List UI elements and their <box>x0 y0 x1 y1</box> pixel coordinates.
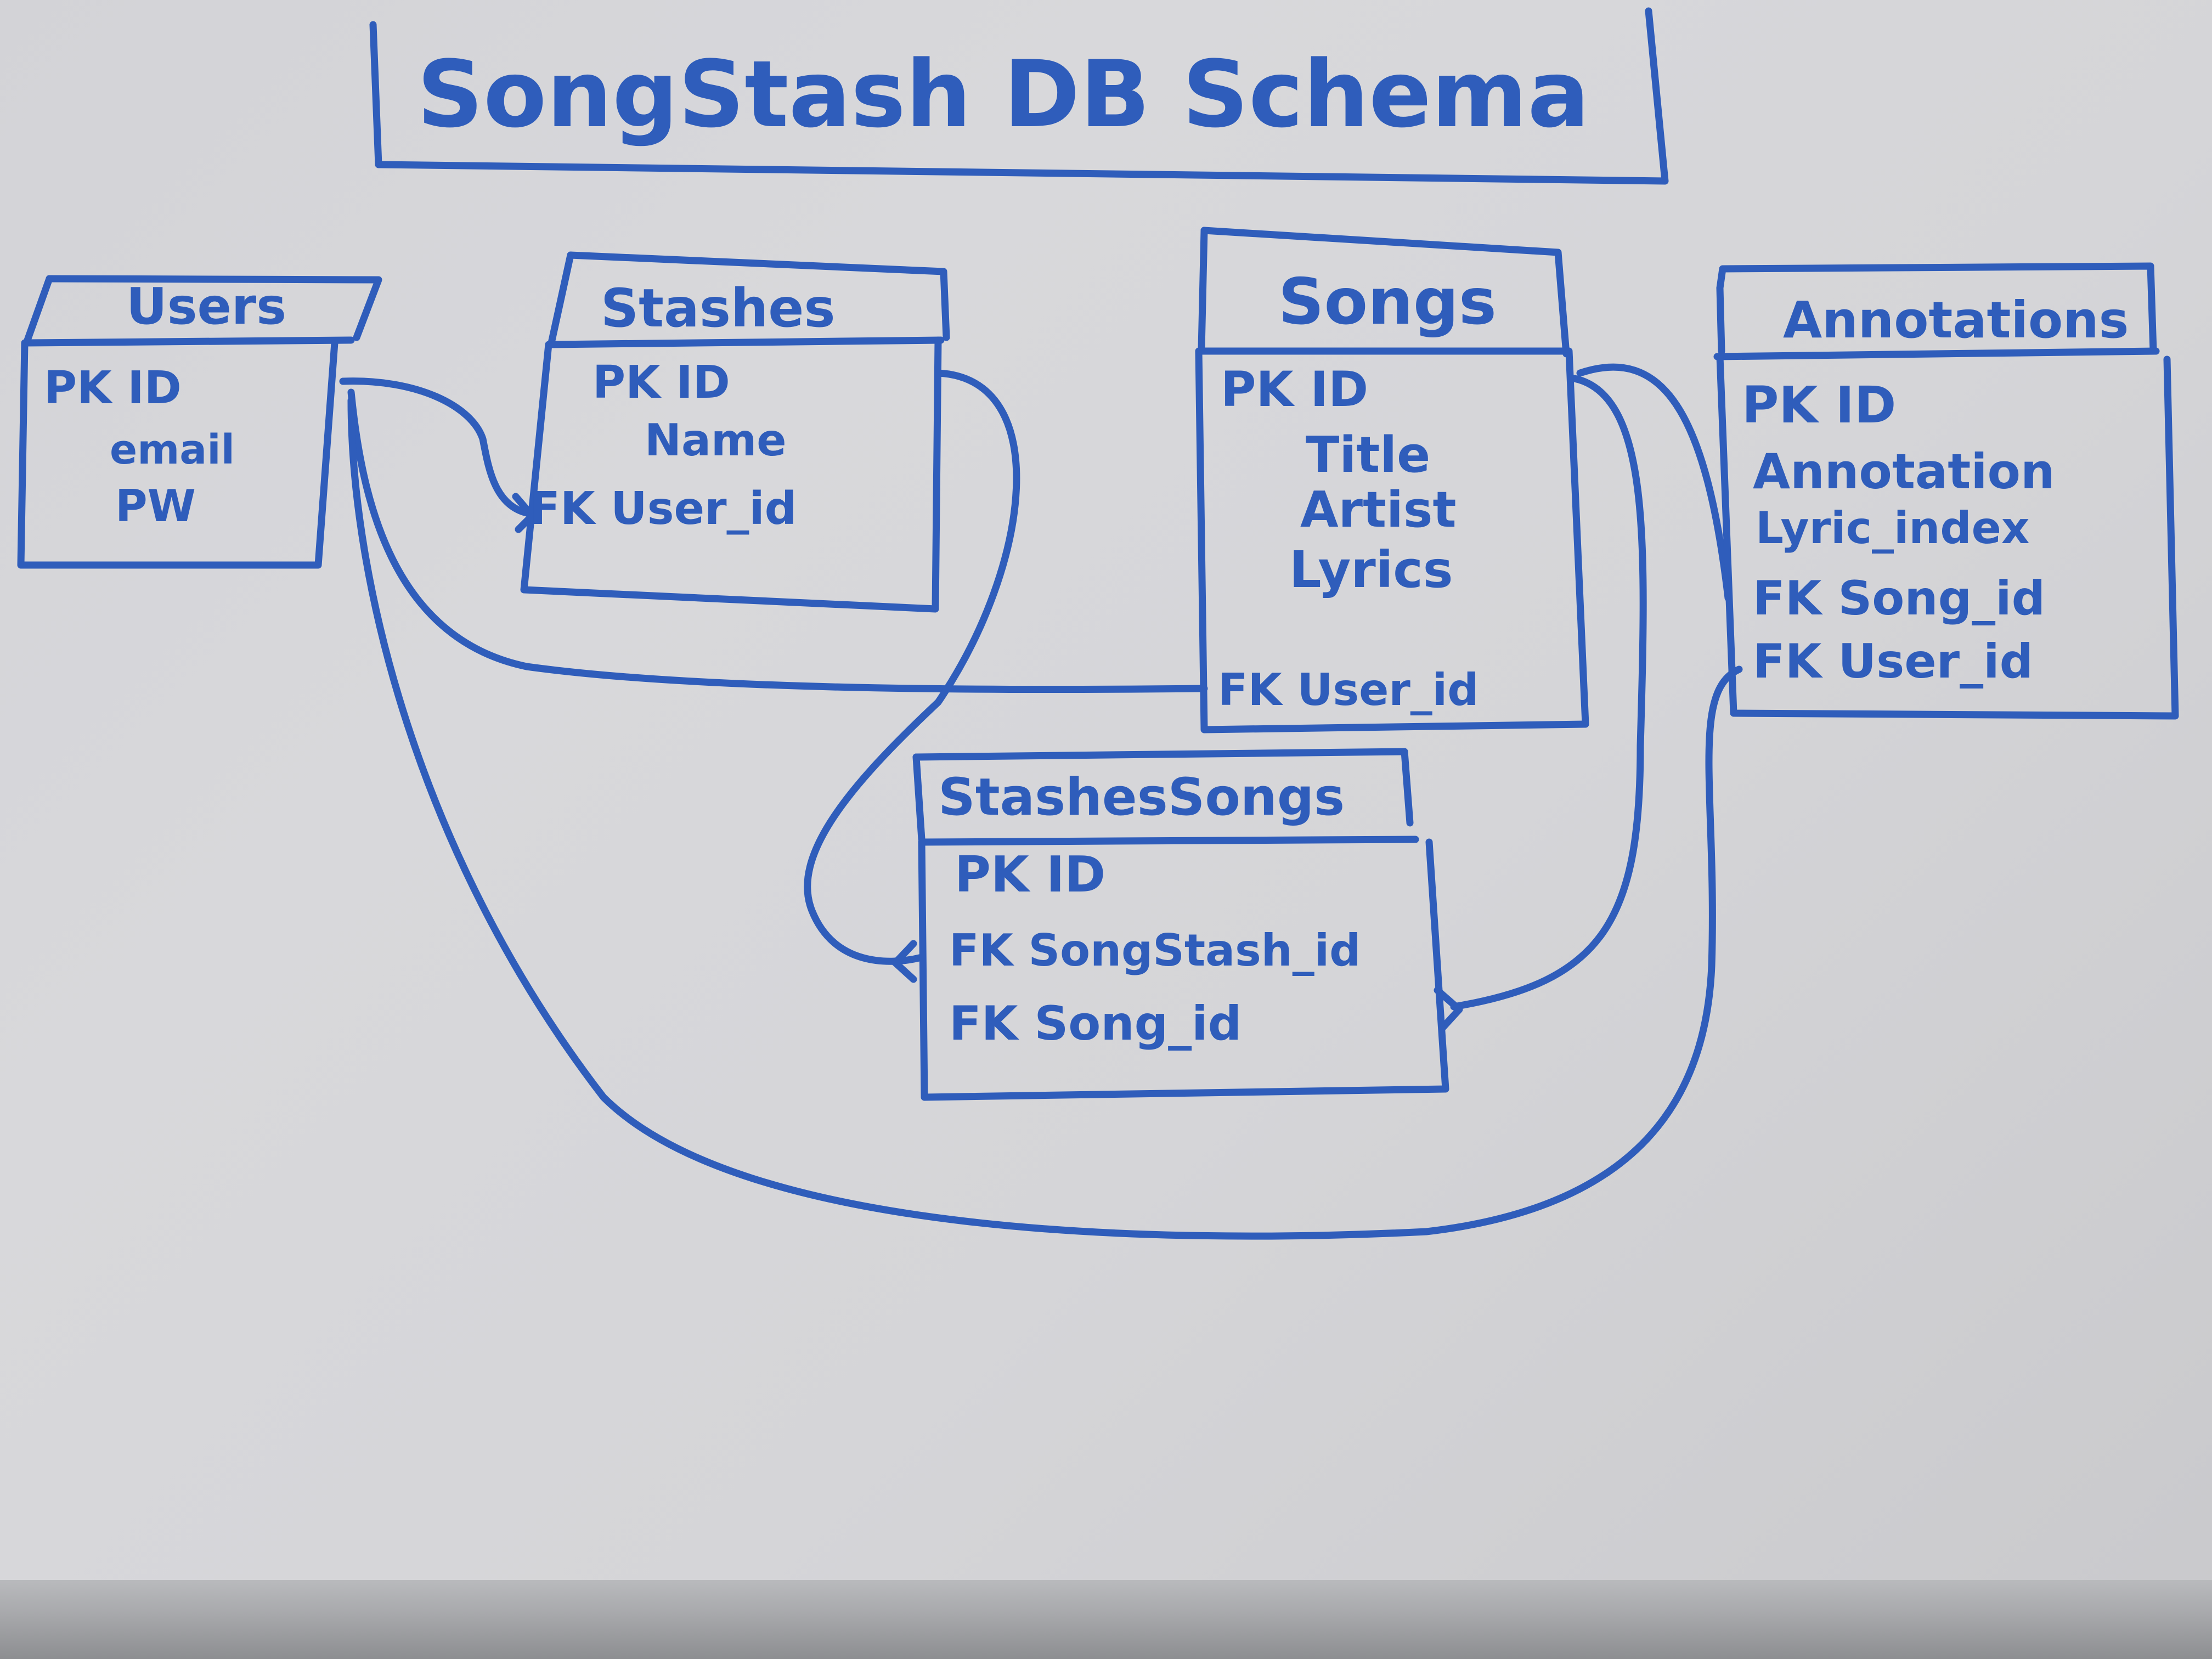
annotations-table-title: Annotations <box>1783 291 2129 349</box>
stashes-to-stashessongs-line <box>804 369 1020 965</box>
stashessongs-table-title: StashesSongs <box>938 768 1345 827</box>
users-field-pk-id: PK ID <box>44 362 182 414</box>
stashessongs-song-arrow <box>1434 986 1463 1032</box>
songs-field-fk-user-id: FK User_id <box>1218 664 1479 715</box>
annotations-field-fk-user-id: FK User_id <box>1753 634 2033 689</box>
users-field-email: email <box>110 426 235 473</box>
users-table: Users PK ID email PW <box>17 275 382 569</box>
songs-to-stashessongs-line <box>1450 375 1647 1011</box>
users-field-pw: PW <box>115 481 196 532</box>
stashessongs-field-fk-song-id: FK Song_id <box>949 996 1242 1051</box>
title-box: SongStash DB Schema <box>369 7 1669 185</box>
diagram-title: SongStash DB Schema <box>417 41 1590 148</box>
stashes-table-title: Stashes <box>601 278 836 339</box>
annotations-table: Annotations PK ID Annotation Lyric_index… <box>1713 262 2179 720</box>
marker-tray <box>0 1580 2212 1659</box>
stashes-field-fk-user-id: FK User_id <box>529 483 797 535</box>
users-to-annotations-line <box>347 397 1743 1240</box>
users-to-stashes-line <box>339 377 531 517</box>
users-table-title: Users <box>126 277 286 336</box>
songs-field-pk-id: PK ID <box>1221 361 1368 417</box>
users-to-songs-line <box>347 388 1208 693</box>
annotations-field-pk-id: PK ID <box>1742 376 1896 435</box>
songs-table: Songs PK ID Title Artist Lyrics FK User_… <box>1195 227 1589 733</box>
stashessongs-field-pk-id: PK ID <box>955 846 1105 904</box>
stashes-table: Stashes PK ID Name FK User_id <box>520 251 950 613</box>
stashessongs-table: StashesSongs PK ID FK SongStash_id FK So… <box>912 748 1449 1101</box>
songs-field-lyrics: Lyrics <box>1289 540 1453 599</box>
songs-table-title: Songs <box>1278 265 1497 339</box>
stashes-field-pk-id: PK ID <box>592 357 730 409</box>
annotations-field-lyric-index: Lyric_index <box>1756 503 2030 554</box>
stashes-field-name: Name <box>645 415 787 466</box>
annotations-field-annotation: Annotation <box>1753 443 2055 500</box>
songs-to-annotations-line <box>1576 363 1732 602</box>
annotations-field-fk-song-id: FK Song_id <box>1753 571 2045 626</box>
stashessongs-songstash-arrow <box>891 940 917 983</box>
songs-field-title: Title <box>1306 426 1430 484</box>
songs-field-artist: Artist <box>1300 481 1457 539</box>
stashessongs-field-fk-songstash-id: FK SongStash_id <box>949 925 1361 976</box>
